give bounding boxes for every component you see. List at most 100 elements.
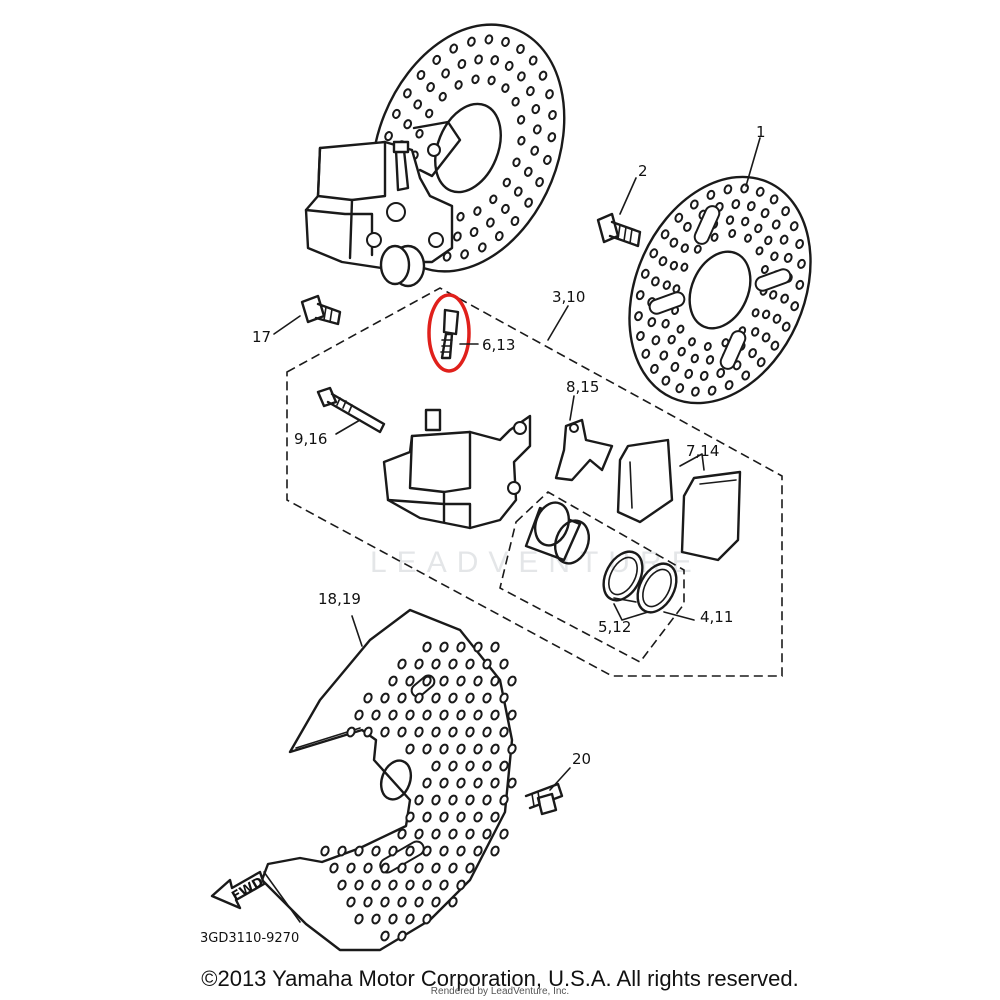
- drawing-code: 3GD3110-9270: [200, 931, 299, 946]
- disc-hole: [405, 879, 415, 891]
- disc-hole: [771, 219, 781, 230]
- disc-hole: [397, 896, 407, 908]
- disc-hole: [431, 760, 441, 772]
- disc-hole: [676, 324, 685, 334]
- disc-hole: [756, 357, 766, 368]
- disc-hole: [397, 726, 407, 738]
- disc-hole: [501, 83, 510, 93]
- disc-hole: [507, 777, 517, 789]
- disc-hole: [388, 709, 398, 721]
- disc-hole: [795, 238, 804, 250]
- disc-hole: [674, 212, 684, 223]
- disc-hole: [414, 896, 424, 908]
- disc-hole: [465, 658, 475, 670]
- disc-hole: [545, 89, 554, 100]
- disc-hole: [465, 862, 475, 874]
- disc-hole: [689, 199, 699, 210]
- disc-hole: [473, 811, 483, 823]
- disc-hole: [507, 709, 517, 721]
- disc-hole: [320, 845, 330, 857]
- disc-hole: [781, 206, 790, 217]
- disc-hole: [448, 658, 458, 670]
- disc-hole: [517, 135, 526, 146]
- copyright-notice: ©2013 Yamaha Motor Corporation, U.S.A. A…: [201, 966, 799, 991]
- disc-hole: [422, 777, 432, 789]
- disc-hole: [380, 726, 390, 738]
- disc-hole: [499, 794, 509, 806]
- disc-hole: [486, 217, 495, 228]
- disc-hole: [403, 88, 412, 99]
- disc-hole: [471, 74, 480, 85]
- disc-hole: [431, 658, 441, 670]
- disc-hole: [651, 276, 660, 287]
- disc-hole: [439, 845, 449, 857]
- disc-hole: [414, 794, 424, 806]
- disc-hole: [532, 124, 542, 135]
- disc-hole: [728, 228, 737, 239]
- disc-hole: [337, 845, 347, 857]
- callout-20: 20: [572, 750, 591, 768]
- disc-hole: [516, 115, 526, 125]
- disc-hole: [422, 879, 432, 891]
- disc-hole: [524, 197, 533, 208]
- disc-hole: [441, 68, 450, 79]
- disc-hole: [725, 215, 735, 225]
- disc-hole: [669, 237, 679, 248]
- disc-hole: [473, 845, 483, 857]
- disc-hole: [499, 658, 509, 670]
- disc-hole: [658, 256, 668, 267]
- piston-seals: [602, 550, 678, 614]
- disc-hole: [426, 82, 435, 93]
- disc-hole: [425, 108, 434, 119]
- disc-hole: [501, 203, 510, 214]
- disc-hole: [789, 221, 799, 232]
- disc-hole: [516, 43, 525, 55]
- disc-hole: [432, 54, 442, 65]
- disc-hole: [499, 760, 509, 772]
- disc-hole: [490, 55, 500, 66]
- disc-hole: [431, 794, 441, 806]
- bleed-valve-6-13: [440, 308, 460, 360]
- disc-hole: [346, 896, 356, 908]
- piston: [524, 501, 591, 565]
- disc-hole: [482, 794, 492, 806]
- disc-hole: [416, 69, 426, 81]
- disc-hole: [380, 930, 390, 942]
- disc-hole: [363, 726, 373, 738]
- disc-hole: [454, 80, 463, 90]
- disc-hole: [760, 264, 769, 275]
- disc-hole: [449, 43, 459, 54]
- disc-hole: [535, 177, 544, 188]
- disc-hole: [456, 845, 466, 857]
- disc-hole: [490, 743, 500, 755]
- disc-hole: [403, 119, 413, 130]
- callout-18-19: 18,19: [318, 590, 361, 608]
- disc-hole: [770, 340, 780, 351]
- callout-6-13: 6,13: [482, 336, 515, 354]
- disc-hole: [755, 186, 765, 197]
- disc-hole: [439, 743, 449, 755]
- disc-hole: [716, 367, 726, 379]
- disc-hole: [414, 862, 424, 874]
- disc-hole: [422, 845, 432, 857]
- disc-hole: [523, 166, 533, 177]
- bolt-2: [596, 212, 642, 248]
- disc-hole: [371, 709, 381, 721]
- disc-hole: [526, 86, 535, 97]
- disc-hole: [448, 828, 458, 840]
- disc-hole: [513, 186, 523, 197]
- disc-hole: [795, 279, 805, 290]
- disc-hole: [460, 249, 469, 260]
- disc-hole: [651, 335, 661, 346]
- disc-hole: [380, 862, 390, 874]
- brake-pad-inner: [616, 438, 674, 524]
- disc-hole: [754, 223, 763, 234]
- disc-holes: [634, 183, 806, 397]
- disc-hole: [779, 234, 789, 245]
- disc-hole: [746, 201, 756, 212]
- disc-hole: [465, 828, 475, 840]
- disc-hole: [705, 355, 715, 365]
- disc-hole: [405, 913, 415, 925]
- disc-hole: [499, 726, 509, 738]
- disc-hole: [531, 104, 541, 115]
